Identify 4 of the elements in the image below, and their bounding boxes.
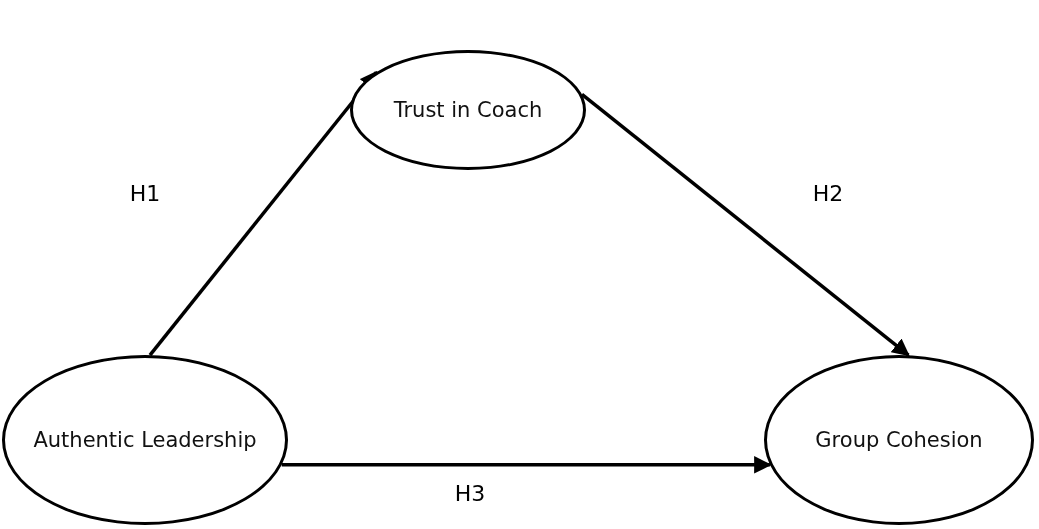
node-label: Authentic Leadership	[32, 426, 258, 454]
arrow	[148, 70, 378, 357]
node-label: Group Cohesion	[814, 426, 984, 454]
node-label: Trust in Coach	[392, 96, 544, 124]
